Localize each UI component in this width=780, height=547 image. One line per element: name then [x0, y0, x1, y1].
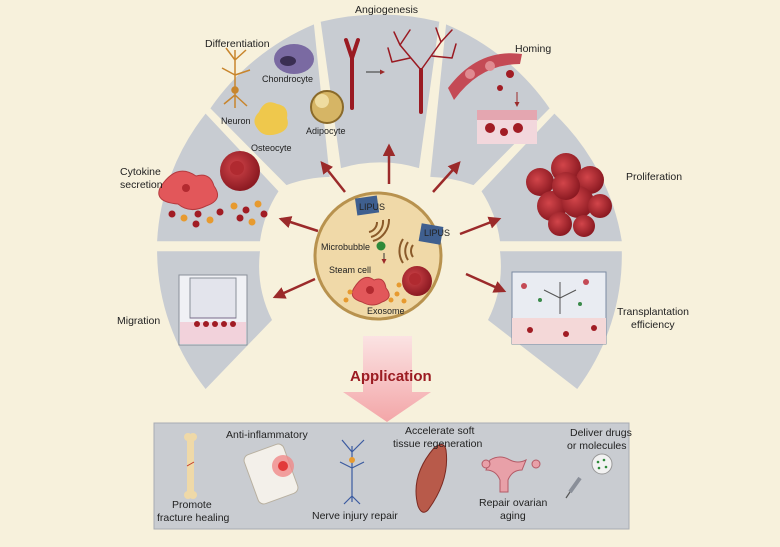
ovarian-label-line2: aging: [500, 510, 526, 522]
arrow-to-proliferation: [459, 216, 502, 236]
angiogenesis-illustration: Angiogenesis: [344, 4, 457, 114]
adipocyte-label: Adipocyte: [306, 126, 346, 136]
osteocyte-label: Osteocyte: [251, 143, 292, 153]
stem-cell-label: Steam cell: [329, 265, 371, 275]
differentiation-title: Differentiation: [205, 38, 270, 50]
chondrocyte-label: Chondrocyte: [262, 74, 313, 84]
microbubble-icon: [376, 241, 386, 251]
blood-vessel-icon: [344, 38, 360, 110]
cytokine-illustration: Cytokine secretion: [120, 151, 268, 228]
homing-title: Homing: [515, 43, 551, 55]
transplantation-title-line2: efficiency: [631, 319, 675, 331]
soft-tissue-label-line2: tissue regeneration: [393, 438, 482, 450]
transplantation-illustration: Transplantation efficiency: [511, 271, 689, 345]
cell-cluster-icon: [526, 153, 612, 237]
cytokine-particles: [168, 200, 268, 228]
segment-homing: [430, 24, 550, 186]
branched-vessel-icon: [387, 27, 457, 114]
arrow-to-cytokine: [278, 216, 319, 233]
arrow-to-migration: [272, 277, 316, 299]
drugs-label-line2: or molecules: [567, 440, 627, 452]
uterus-icon: [481, 456, 541, 493]
fracture-label-line1: Promote: [172, 499, 212, 511]
exosome-label: Exosome: [367, 306, 405, 316]
down-arrow-icon: [343, 336, 431, 422]
neuron-icon: [221, 47, 251, 108]
osteocyte-icon: [254, 102, 288, 136]
lipus-label-1: LIPUS: [359, 202, 385, 212]
differentiation-illustrations: Differentiation Chondrocyte Neuron Osteo…: [205, 38, 346, 153]
drugs-label-line1: Deliver drugs: [570, 427, 632, 439]
radial-arrows: [272, 143, 507, 299]
proliferation-illustration: Proliferation: [526, 153, 682, 237]
cytokine-title-line2: secretion: [120, 179, 163, 191]
transwell-icon: [178, 274, 248, 346]
bone-icon: [184, 433, 197, 499]
nerve-cell-icon: [339, 439, 365, 505]
lipus-label-2: LIPUS: [424, 228, 450, 238]
arrow-to-homing: [432, 161, 461, 193]
vessel-segment-icon: [448, 53, 522, 100]
adipocyte-icon: [310, 90, 344, 124]
nerve-repair-label: Nerve injury repair: [312, 510, 398, 522]
neuron-label: Neuron: [221, 116, 251, 126]
transplantation-title-line1: Transplantation: [617, 306, 689, 318]
proliferation-title: Proliferation: [626, 171, 682, 183]
ovarian-label-line1: Repair ovarian: [479, 497, 547, 509]
drug-delivery-icon: [565, 453, 613, 499]
fracture-label-line2: fracture healing: [157, 512, 230, 524]
arrow-to-differentiation: [320, 161, 346, 193]
migration-illustration: Migration: [117, 274, 248, 346]
anti-inflammatory-label: Anti-inflammatory: [226, 429, 308, 441]
application-band: Promote fracture healing Anti-inflammato…: [153, 422, 632, 530]
arrow-to-transplantation: [465, 272, 507, 293]
angiogenesis-title: Angiogenesis: [355, 4, 418, 16]
microbubble-label: Microbubble: [321, 242, 370, 252]
cytokine-title-line1: Cytokine: [120, 166, 161, 178]
application-title: Application: [350, 368, 432, 385]
migration-title: Migration: [117, 315, 160, 327]
application-arrow: Application: [343, 336, 432, 422]
center-circle: LIPUS LIPUS Microbubble Steam cell Exoso…: [313, 191, 450, 321]
lipus-transducer-icon-2: [418, 223, 444, 245]
homing-illustration: Homing: [448, 43, 551, 144]
soft-tissue-label-line1: Accelerate soft: [405, 425, 475, 437]
muscle-icon: [415, 444, 448, 513]
inflamed-knee-icon: [243, 443, 299, 505]
lipus-transducer-icon: [354, 195, 380, 216]
